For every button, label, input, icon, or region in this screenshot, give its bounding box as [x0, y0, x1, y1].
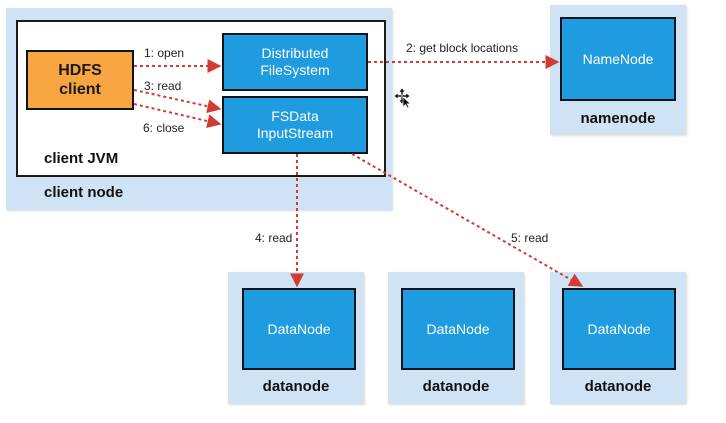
distributed-filesystem: Distributed FileSystem: [222, 33, 368, 91]
label-get-block-locations: 2: get block locations: [406, 41, 519, 55]
arrow-read-datanode-3: [351, 153, 584, 287]
hdfs-client-line2: client: [59, 81, 101, 98]
datanode-caption-1: datanode: [262, 378, 330, 395]
namenode-box: NameNode: [560, 17, 676, 101]
label-close: 6: close: [143, 121, 185, 135]
client-jvm-caption: client JVM: [44, 150, 119, 167]
datanode-box-3: DataNode: [562, 288, 676, 370]
distributed-filesystem-line1: Distributed: [261, 45, 329, 61]
hdfs-client: HDFS client: [26, 50, 134, 110]
arrow-close: [133, 103, 222, 128]
label-read-datanode-1: 4: read: [255, 231, 293, 245]
datanode-caption-2: datanode: [422, 378, 490, 395]
hdfs-client-line1: HDFS: [58, 62, 102, 79]
datanode-box-2: DataNode: [401, 288, 515, 370]
distributed-filesystem-line2: FileSystem: [260, 62, 330, 78]
label-open: 1: open: [144, 46, 185, 60]
namenode-caption: namenode: [580, 110, 656, 127]
fsdata-inputstream-line2: InputStream: [256, 125, 334, 141]
datanode-caption-3: datanode: [584, 378, 652, 395]
label-read: 3: read: [144, 79, 182, 93]
arrow-read: [133, 89, 222, 114]
label-read-datanode-3: 5: read: [511, 231, 549, 245]
client-node-caption: client node: [44, 184, 124, 201]
fsdata-inputstream: FSData InputStream: [222, 96, 368, 154]
fsdata-inputstream-line1: FSData: [271, 108, 319, 124]
move-cursor-icon: [394, 88, 412, 108]
datanode-box-1: DataNode: [242, 288, 356, 370]
